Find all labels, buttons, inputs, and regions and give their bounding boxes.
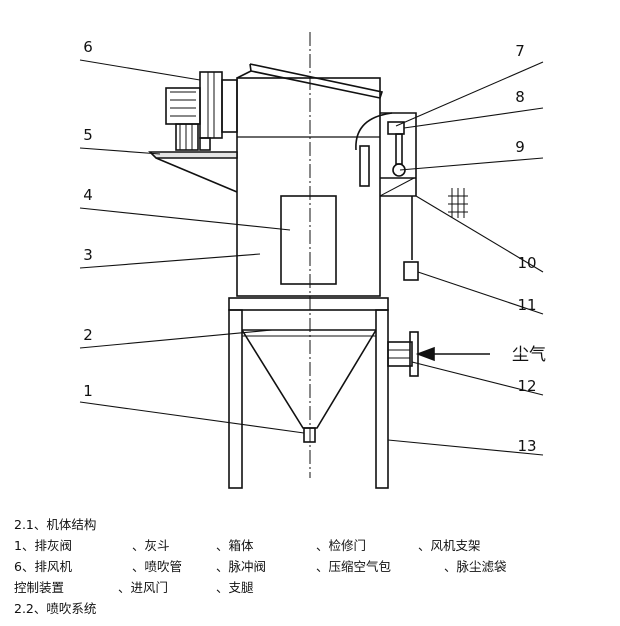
legend-row-2: 6、排风机 、喷吹管 、脉冲阀 、压缩空气包 、脉尘滤袋: [14, 556, 614, 577]
legend-row-1: 1、排灰阀 、灰斗 、箱体 、检修门 、风机支架: [14, 535, 614, 556]
callout-1: 1: [83, 382, 93, 400]
legend-item: 、进风门: [118, 580, 169, 595]
legend-heading-2: 2.2、喷吹系统: [14, 601, 97, 616]
fan-assembly: [165, 71, 238, 151]
discharge-valve: [303, 427, 316, 443]
dust-collector-diagram: 6 5 4 3 2 1 7 8 9 10 11 12 13 尘气: [79, 32, 546, 489]
frame-beam: [228, 297, 389, 311]
hatched-symbol: [448, 188, 468, 218]
callout-12: 12: [517, 377, 536, 395]
legend-heading-structure: 2.1、机体结构: [14, 514, 614, 535]
legs: [228, 309, 389, 489]
pulse-chamber: [355, 112, 417, 197]
legend-item: 、脉冲阀: [216, 559, 267, 574]
callout-8: 8: [515, 88, 525, 106]
legend-item: 、压缩空气包: [316, 559, 392, 574]
legend-heading-1: 2.1、机体结构: [14, 517, 97, 532]
roof: [249, 63, 384, 99]
legend-item: 、脉尘滤袋: [444, 559, 507, 574]
legend-item: 、灰斗: [132, 538, 170, 553]
legend: 2.1、机体结构 1、排灰阀 、灰斗 、箱体 、检修门 、风机支架 6、排风机 …: [14, 514, 614, 619]
legend-item: 6、排风机: [14, 559, 72, 574]
legend-item: 控制装置: [14, 580, 65, 595]
control-device: [403, 261, 419, 281]
legend-heading-injection: 2.2、喷吹系统: [14, 598, 614, 619]
callout-3: 3: [83, 246, 93, 264]
legend-item: 、箱体: [216, 538, 254, 553]
box-body: [236, 77, 381, 297]
legend-item: 、支腿: [216, 580, 254, 595]
legend-item: 、风机支架: [418, 538, 481, 553]
callout-4: 4: [83, 186, 93, 204]
callout-13: 13: [517, 437, 536, 455]
inlet: [387, 331, 419, 377]
callout-7: 7: [515, 42, 525, 60]
inlet-label: 尘气: [512, 345, 546, 365]
legend-item: 、喷吹管: [132, 559, 183, 574]
legend-item: 1、排灰阀: [14, 538, 72, 553]
legend-row-3: 控制装置 、进风门 、支腿: [14, 577, 614, 598]
callout-6: 6: [83, 38, 93, 56]
callout-9: 9: [515, 138, 525, 156]
callout-11: 11: [517, 296, 536, 314]
inspection-door: [280, 195, 337, 285]
callout-10: 10: [517, 254, 536, 272]
fan-bracket: [148, 151, 238, 193]
legend-item: 、检修门: [316, 538, 367, 553]
hopper: [241, 329, 377, 429]
callout-2: 2: [83, 326, 93, 344]
callout-5: 5: [83, 126, 93, 144]
